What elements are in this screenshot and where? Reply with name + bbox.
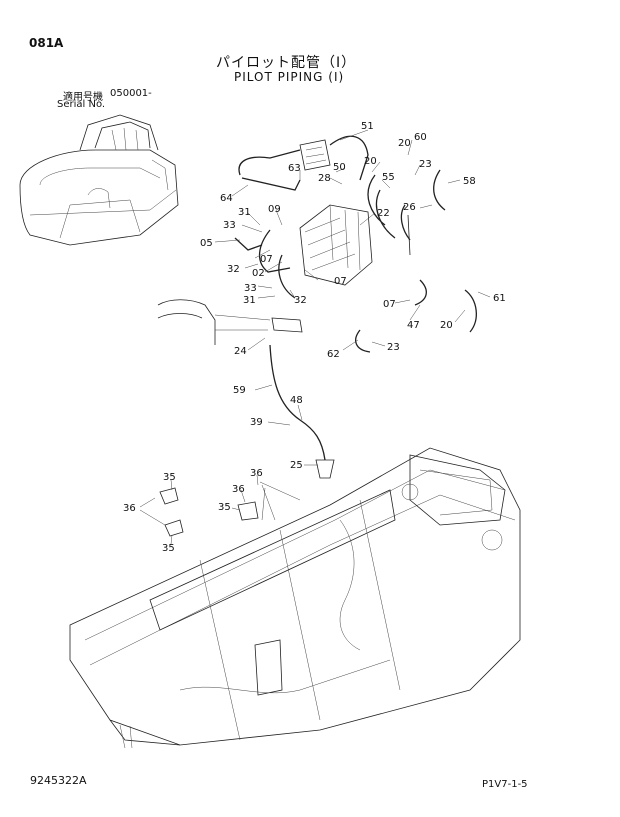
callout-09: 09 xyxy=(268,204,281,215)
page-title-japanese: パイロット配管（Ⅰ） xyxy=(216,55,357,71)
callout-59: 59 xyxy=(233,385,246,396)
machine-overview-illustration xyxy=(19,114,179,246)
callout-32: 32 xyxy=(227,264,240,275)
callout-05: 05 xyxy=(200,238,213,249)
callout-24: 24 xyxy=(234,346,247,357)
callout-31: 31 xyxy=(243,295,256,306)
callout-61: 61 xyxy=(493,293,506,304)
callout-20: 20 xyxy=(364,156,377,167)
callout-39: 39 xyxy=(250,417,263,428)
callout-26: 26 xyxy=(403,202,416,213)
callout-48: 48 xyxy=(290,395,303,406)
callout-51: 51 xyxy=(361,121,374,132)
callout-35: 35 xyxy=(163,472,176,483)
callout-62: 62 xyxy=(327,349,340,360)
callout-20: 20 xyxy=(398,138,411,149)
leader-lines xyxy=(139,129,491,545)
callout-28: 28 xyxy=(318,173,331,184)
callout-20: 20 xyxy=(440,320,453,331)
callout-23: 23 xyxy=(387,342,400,353)
callout-55: 55 xyxy=(382,172,395,183)
callout-35: 35 xyxy=(218,502,231,513)
callout-60: 60 xyxy=(414,132,427,143)
serial-label-english: Serial No. xyxy=(57,99,106,110)
callout-35: 35 xyxy=(162,543,175,554)
document-number: 9245322A xyxy=(30,774,87,787)
serial-label-japanese: 適用号機 xyxy=(63,92,103,103)
callout-02: 02 xyxy=(252,268,265,279)
callout-07: 07 xyxy=(383,299,396,310)
callout-36: 36 xyxy=(250,468,263,479)
callout-32: 32 xyxy=(294,295,307,306)
part-callouts: 51 60 20 50 20 23 63 28 55 26 58 64 09 3… xyxy=(123,121,506,554)
callout-23: 23 xyxy=(419,159,432,170)
callout-25: 25 xyxy=(290,460,303,471)
callout-22: 22 xyxy=(377,208,390,219)
callout-64: 64 xyxy=(220,193,233,204)
callout-33: 33 xyxy=(244,283,257,294)
lower-frame-illustration xyxy=(69,447,521,749)
figure-code: 081A xyxy=(29,36,64,50)
control-valve-assembly xyxy=(299,139,373,286)
callout-58: 58 xyxy=(463,176,476,187)
callout-33: 33 xyxy=(223,220,236,231)
callout-07: 07 xyxy=(260,254,273,265)
callout-36: 36 xyxy=(232,484,245,495)
callout-47: 47 xyxy=(407,320,420,331)
callout-50: 50 xyxy=(333,162,346,173)
page-title-english: PILOT PIPING (I) xyxy=(234,70,345,84)
callout-31: 31 xyxy=(238,207,251,218)
callout-36: 36 xyxy=(123,503,136,514)
callout-63: 63 xyxy=(288,163,301,174)
page-reference: P1V7-1-5 xyxy=(482,779,528,790)
pilot-hoses-lower xyxy=(157,299,335,479)
callout-07: 07 xyxy=(334,276,347,287)
serial-range: 050001- xyxy=(110,88,152,99)
